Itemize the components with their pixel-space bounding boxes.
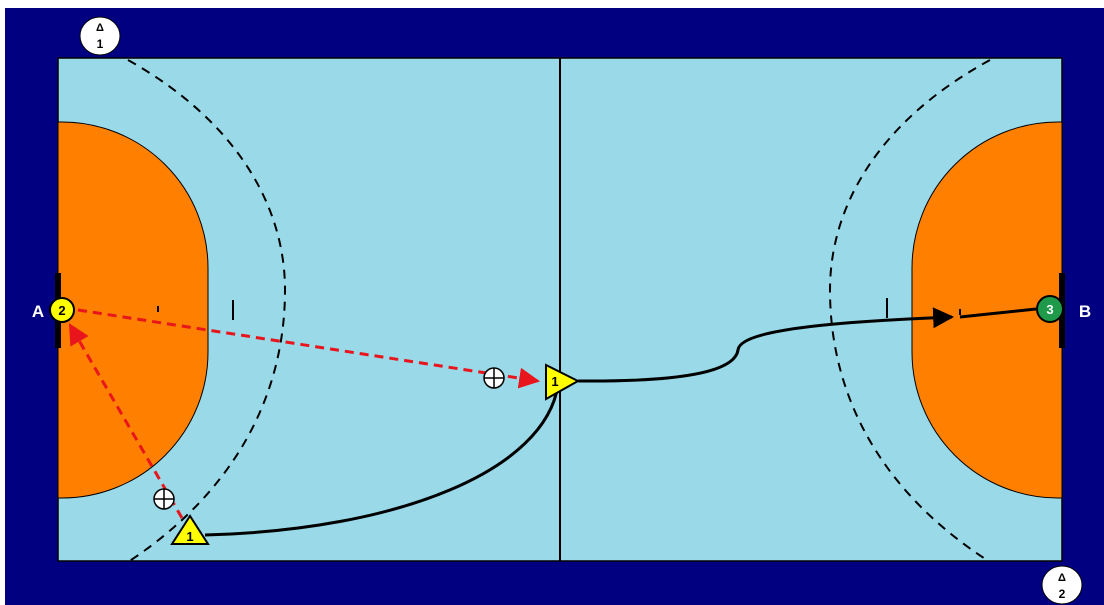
referee-2-symbol: Δ bbox=[1058, 572, 1066, 584]
pass-2-to-1 bbox=[77, 308, 541, 389]
free-throw-line-left bbox=[127, 59, 287, 561]
goal-label-right: B bbox=[1079, 302, 1091, 321]
pass-1-to-2 bbox=[68, 323, 184, 519]
goal-area-left bbox=[58, 121, 209, 499]
player-2-marker: 2 bbox=[49, 297, 75, 323]
referee-1-symbol: Δ bbox=[96, 22, 104, 34]
referee-2-number: 2 bbox=[1059, 587, 1066, 601]
player-1-start-label: 1 bbox=[186, 529, 193, 544]
player-1-start-marker: 1 bbox=[170, 514, 210, 545]
goal-area-right bbox=[911, 121, 1062, 499]
player-3-label: 3 bbox=[1046, 302, 1053, 317]
run-player-1 bbox=[204, 384, 560, 537]
run-to-goal-b bbox=[577, 307, 955, 383]
goal-label-left: A bbox=[32, 302, 44, 321]
player-2-label: 2 bbox=[58, 303, 65, 318]
crosshair-circle-icon bbox=[153, 488, 175, 510]
player-1-end-marker: 1 bbox=[545, 363, 581, 401]
player-1-end-label: 1 bbox=[551, 374, 558, 389]
free-throw-line-right bbox=[828, 59, 991, 561]
player-3-marker: 3 bbox=[1036, 295, 1064, 323]
referee-1-marker: Δ 1 bbox=[79, 16, 121, 56]
crosshair-circle-icon bbox=[483, 367, 505, 389]
run-player-3 bbox=[959, 307, 1037, 319]
referee-1-number: 1 bbox=[97, 37, 104, 51]
referee-2-marker: Δ 2 bbox=[1041, 565, 1083, 605]
